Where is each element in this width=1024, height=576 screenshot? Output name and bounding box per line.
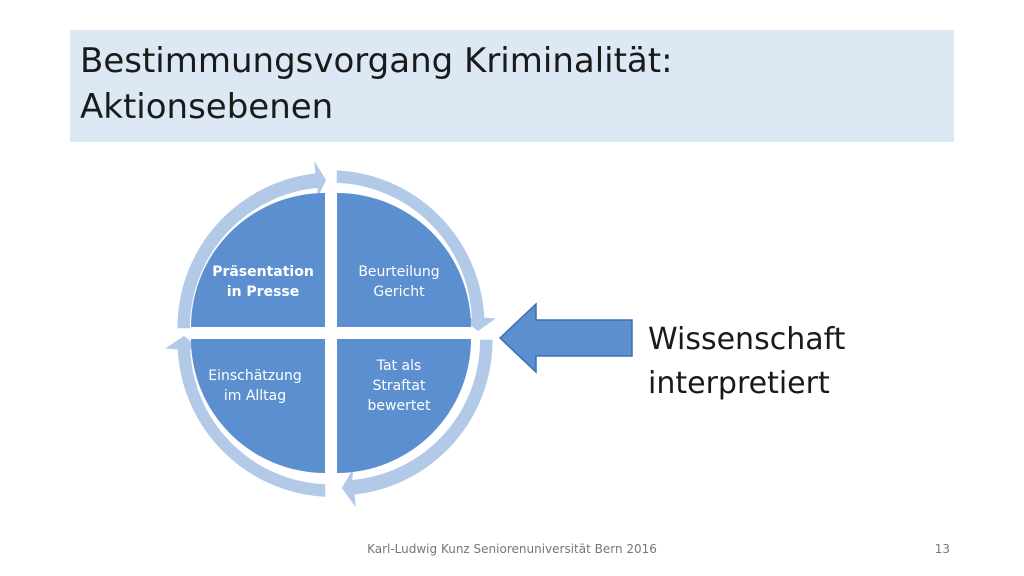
quadrant-top-left: [191, 193, 325, 327]
slide-title-line-2: Aktionsebenen: [80, 87, 334, 127]
slide-title-line-1: Bestimmungsvorgang Kriminalität:: [80, 41, 673, 81]
quadrant-top-right: [337, 193, 471, 327]
quadrant-bottom-left: [191, 339, 325, 473]
cycle-arrow-bottom-left: [160, 334, 327, 499]
quadrant-label-bottom-left-line-2: im Alltag: [223, 388, 287, 404]
side-label-line-1: Wissenschaft: [648, 322, 846, 357]
quadrant-label-top-left: Präsentation in Presse: [203, 262, 323, 302]
quadrant-label-top-right-line-2: Gericht: [373, 284, 425, 300]
quadrant-label-bottom-left-line-1: Einschätzung: [208, 368, 302, 384]
quadrant-label-top-right: Beurteilung Gericht: [339, 262, 459, 302]
cycle-arrow-top-right: [335, 168, 501, 333]
quadrant-label-bottom-right-line-2: Straftat: [372, 378, 426, 394]
quadrant-bottom-right: [337, 339, 471, 473]
side-label: Wissenschaft interpretiert: [648, 318, 845, 406]
side-label-line-2: interpretiert: [648, 366, 830, 401]
quadrant-label-bottom-right-line-3: bewertet: [367, 398, 431, 414]
quadrant-label-bottom-right-line-1: Tat als: [376, 358, 422, 374]
pointer-arrow: [498, 302, 633, 374]
quadrant-label-top-left-line-1: Präsentation: [212, 264, 314, 280]
quadrant-label-bottom-right: Tat als Straftat bewertet: [339, 356, 459, 416]
quadrant-label-bottom-left: Einschätzung im Alltag: [195, 366, 315, 406]
slide-footer: Karl-Ludwig Kunz Seniorenuniversität Ber…: [367, 542, 657, 556]
slide-title-box: Bestimmungsvorgang Kriminalität: Aktions…: [70, 30, 954, 142]
quadrant-label-top-left-line-2: in Presse: [226, 284, 300, 300]
cycle-arrow-top-left: [175, 157, 328, 330]
quadrant-label-top-right-line-1: Beurteilung: [358, 264, 440, 280]
page-number: 13: [934, 542, 950, 556]
cycle-arrow-bottom-right: [340, 338, 495, 513]
